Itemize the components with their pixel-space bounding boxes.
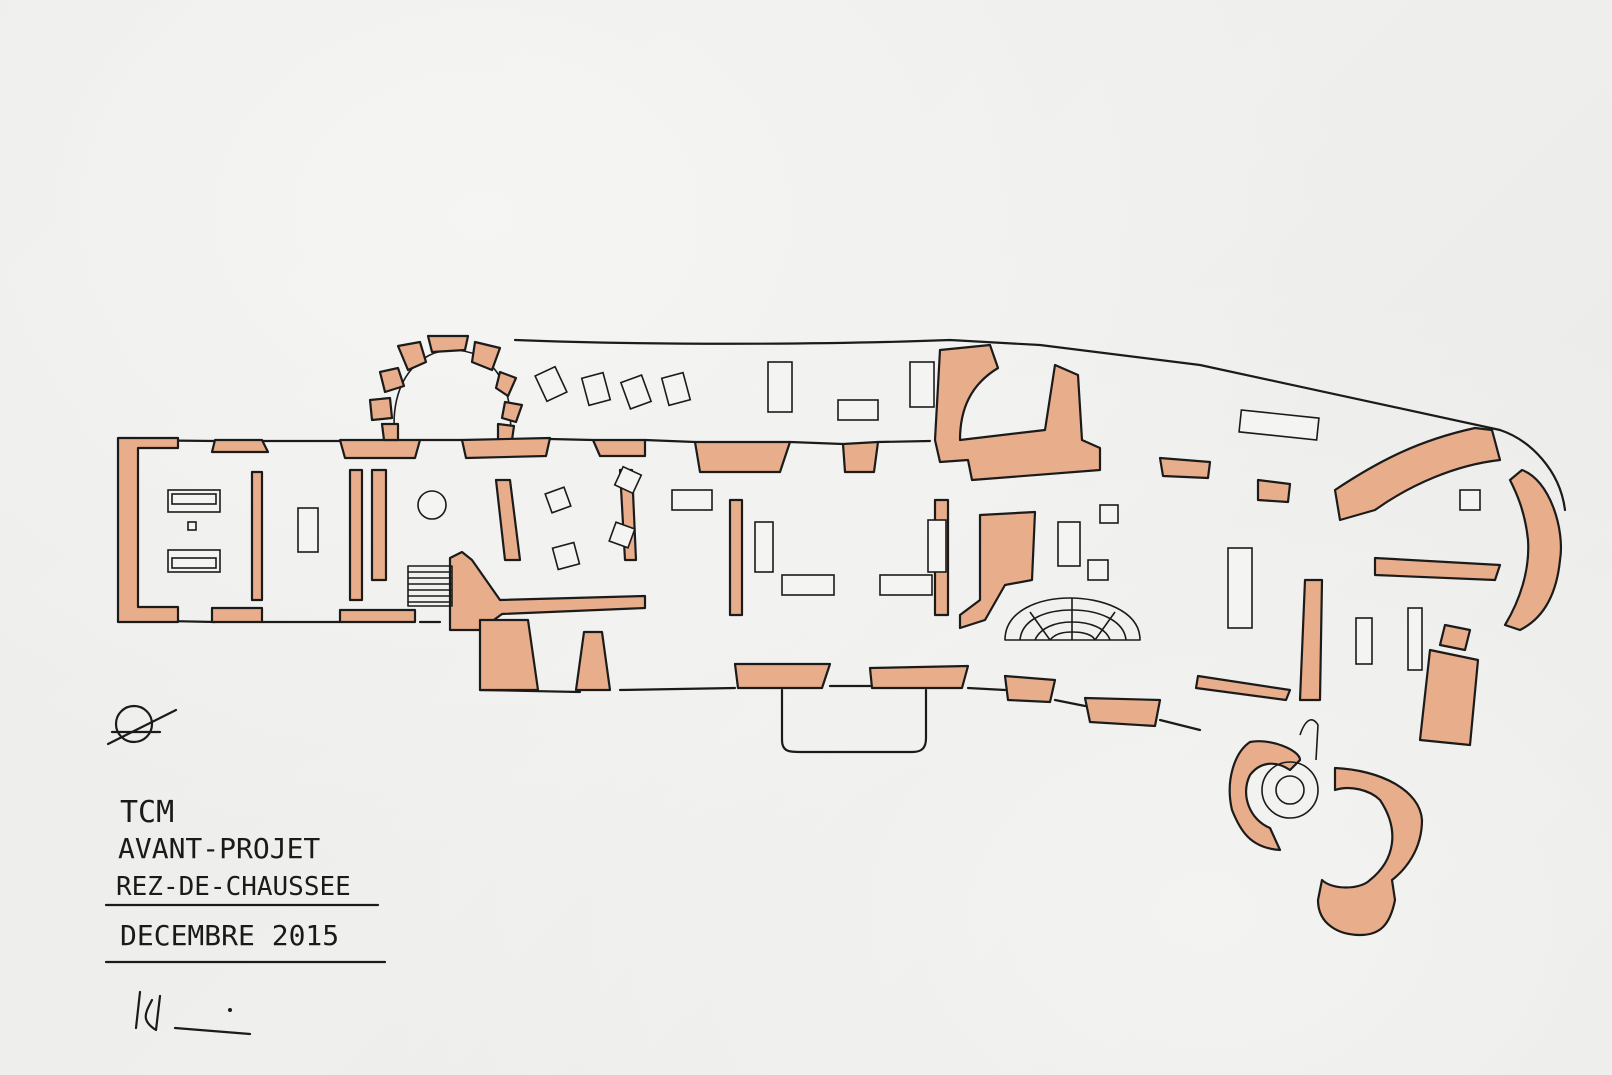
wall-pier-2 (348, 468, 364, 602)
bottom-right-rotunda (1228, 719, 1424, 937)
bay-projection (780, 688, 928, 754)
wall-stair-block (448, 550, 647, 632)
wall-lower-2 (574, 630, 612, 692)
wall-right-inner (1194, 674, 1292, 702)
building-outline (116, 338, 1567, 754)
straight-stair (407, 565, 453, 607)
wall-top-8 (1256, 478, 1292, 504)
wall-top-3 (460, 436, 552, 460)
rotunda (368, 334, 524, 442)
right-center-walls (933, 343, 1562, 747)
wall-bot-5 (1003, 674, 1057, 704)
wall-right-inner-2 (1373, 556, 1502, 582)
outline-courtyard-top (513, 338, 1502, 432)
signature-mark (134, 990, 252, 1036)
wall-bot-6 (1083, 696, 1162, 728)
wall-rotunda-br-2 (1316, 766, 1424, 937)
wall-right-pier (1418, 648, 1480, 747)
wall-lower-1 (478, 618, 540, 692)
wall-bot-2 (338, 608, 417, 624)
grand-stair (1004, 597, 1141, 641)
wall-top-2 (338, 438, 422, 460)
title-line-1: TCM (120, 795, 174, 830)
wall-inner-1 (494, 478, 522, 562)
title-line-3: REZ-DE-CHAUSSEE (116, 872, 351, 902)
wall-top-1 (210, 438, 270, 454)
title-date: DECEMBRE 2015 (120, 919, 339, 952)
title-block: TCM AVANT-PROJET REZ-DE-CHAUSSEE DECEMBR… (104, 795, 387, 964)
wall-top-5 (693, 440, 792, 474)
wall-bot-3 (733, 662, 832, 690)
wall-right-curve (1333, 426, 1502, 522)
wall-top-6 (841, 440, 880, 474)
wall-pier-1 (250, 470, 264, 602)
wall-bot-4 (868, 664, 970, 690)
furniture (167, 361, 1481, 671)
wall-curved-mass (933, 343, 1102, 482)
wall-top-7 (1158, 456, 1212, 480)
wall-inner-3 (728, 498, 744, 617)
wall-right-lower (1438, 623, 1472, 652)
wall-left-end (116, 436, 180, 624)
wall-mid-block (958, 510, 1037, 630)
wall-right-end (1503, 468, 1562, 632)
wall-pier-3 (370, 468, 388, 582)
title-line-2: AVANT-PROJET (118, 832, 320, 865)
wall-right-pier-2 (1298, 578, 1324, 702)
wall-top-4 (591, 438, 647, 458)
spiral-stair (1261, 761, 1319, 819)
wall-rotunda-br (1228, 740, 1302, 852)
compass-north-icon (106, 704, 178, 746)
outline-right-top (1498, 428, 1567, 512)
wall-bot-1 (210, 606, 264, 624)
left-wing-walls (116, 436, 422, 624)
